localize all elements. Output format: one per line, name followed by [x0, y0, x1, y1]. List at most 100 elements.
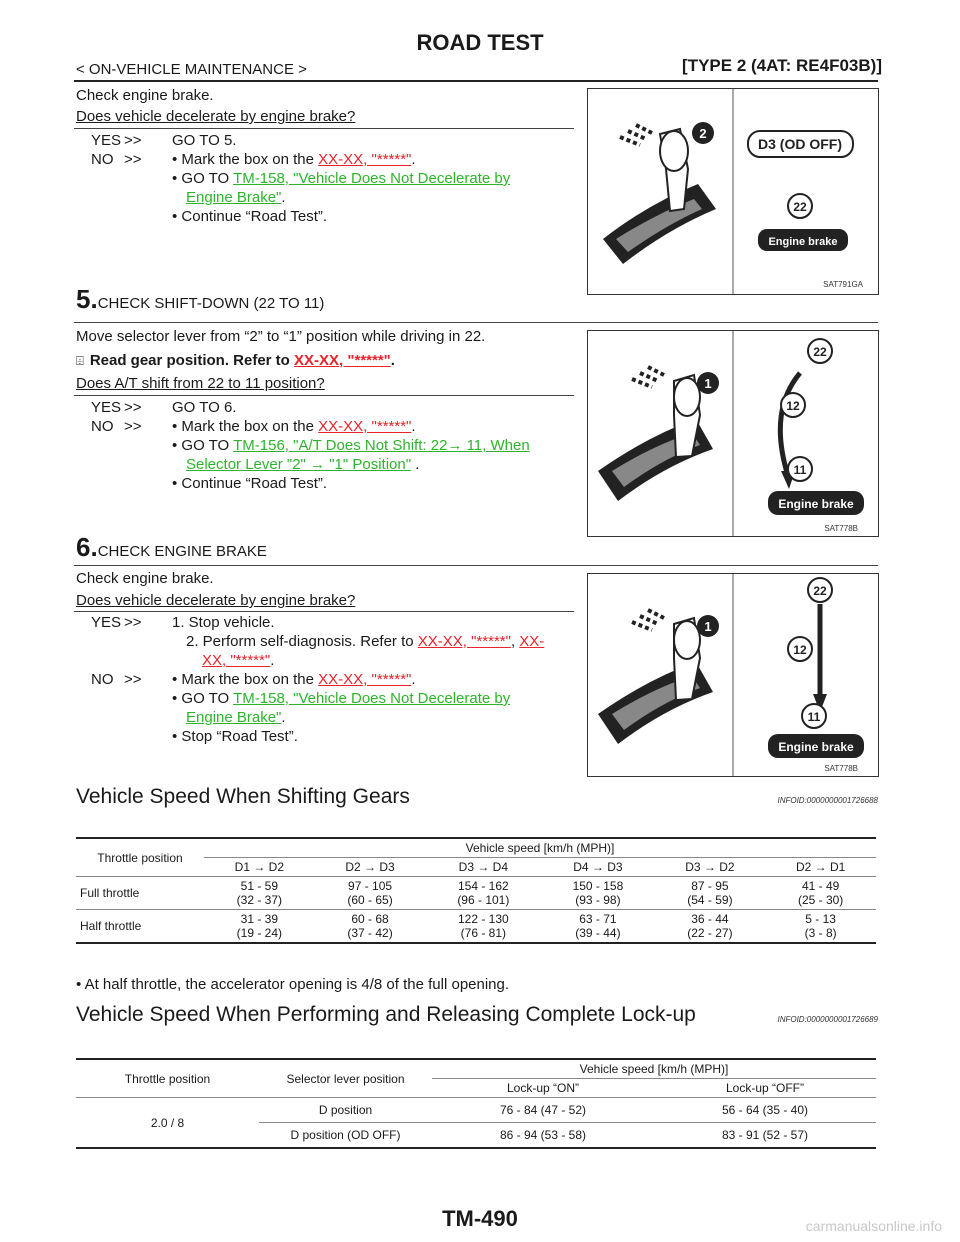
step5-read: ⌹Read gear position. Refer to XX-XX, "**…	[76, 352, 395, 369]
page-number: TM-490	[442, 1206, 518, 1231]
cell: 60 - 68(37 - 42)	[314, 909, 426, 944]
no-bullet-1: • Mark the box on the XX-XX, "*****".	[172, 418, 416, 435]
fig3-caption: SAT778B	[824, 764, 858, 773]
no-label: NO	[91, 151, 114, 168]
link[interactable]: XX-XX, "*****"	[318, 671, 412, 688]
tool-icon: ⌹	[76, 353, 84, 368]
header-type: [TYPE 2 (4AT: RE4F03B)]	[682, 56, 882, 75]
link[interactable]: Engine Brake"	[186, 189, 282, 206]
fig3-gear-bot: 11	[808, 710, 821, 724]
table-row: Half throttle 31 - 39(19 - 24) 60 - 68(3…	[76, 909, 876, 944]
th-col: D2 → D1	[765, 857, 876, 877]
arrow: >>	[124, 614, 142, 631]
th-throttle: Throttle position	[76, 838, 204, 877]
step5-question: Does A/T shift from 22 to 11 position?	[76, 375, 325, 392]
fig1-d3-label: D3 (OD OFF)	[758, 136, 842, 152]
cell: 83 - 91 (52 - 57)	[654, 1122, 876, 1149]
yes-item-2b: XX, "*****".	[202, 652, 275, 669]
th-off: Lock-up “OFF”	[654, 1078, 876, 1098]
cell: 122 - 130(76 - 81)	[425, 909, 542, 944]
th-selector: Selector lever position	[259, 1059, 432, 1098]
divider	[74, 395, 574, 396]
cell: D position	[259, 1097, 432, 1123]
row-label: Full throttle	[76, 876, 204, 910]
cell: D position (OD OFF)	[259, 1122, 432, 1149]
link[interactable]: XX-	[519, 633, 545, 650]
step4-line: Check engine brake.	[76, 87, 214, 104]
arrow: >>	[124, 399, 142, 416]
shift-speed-table: Throttle position Vehicle speed [km/h (M…	[76, 837, 876, 944]
fig3-gear-top: 22	[813, 584, 827, 598]
cell: 86 - 94 (53 - 58)	[432, 1122, 654, 1149]
link[interactable]: TM-156, "A/T Does Not Shift: 22→ 11, Whe…	[233, 437, 530, 454]
fig2-gear-top: 22	[813, 345, 827, 359]
fig2-gear-bot: 11	[794, 463, 807, 477]
link[interactable]: XX-XX, "*****"	[318, 151, 412, 168]
link[interactable]: TM-158, "Vehicle Does Not Decelerate by	[233, 170, 511, 187]
divider	[74, 322, 878, 323]
link[interactable]: Selector Lever "2" → "1" Position"	[186, 456, 412, 473]
arrow: >>	[124, 132, 142, 149]
arrow: >>	[124, 671, 142, 688]
table-subheader-row: D1 → D2 D2 → D3 D3 → D4 D4 → D3 D3 → D2 …	[76, 857, 876, 877]
cell: 56 - 64 (35 - 40)	[654, 1097, 876, 1123]
header-rule	[74, 80, 878, 82]
fig3-brake: Engine brake	[778, 740, 854, 754]
fig2-circle: 1	[704, 376, 711, 391]
no-label: NO	[91, 671, 114, 688]
table-row: Full throttle 51 - 59(32 - 37) 97 - 105(…	[76, 876, 876, 910]
th-throttle: Throttle position	[76, 1059, 259, 1098]
divider	[74, 128, 574, 129]
cell: 31 - 39(19 - 24)	[204, 909, 315, 944]
info-id: INFOID:0000000001726688	[777, 796, 878, 805]
no-label: NO	[91, 418, 114, 435]
cell: 5 - 13(3 - 8)	[765, 909, 876, 944]
figure-illustration: 2 D3 (OD OFF) 22 Engine brake SAT791GA	[603, 89, 864, 294]
no-bullet-3: • Stop “Road Test”.	[172, 728, 298, 745]
table-header-row: Throttle position Vehicle speed [km/h (M…	[76, 838, 876, 877]
th-col: D2 → D3	[314, 857, 426, 877]
figure-sat778b: 1 22 12 11 Engine brake SAT778B	[587, 330, 879, 537]
link[interactable]: XX, "*****"	[202, 652, 271, 669]
figure-sat778b-2: 1 22 12 11 Engine brake SAT778B	[587, 573, 879, 777]
cell: 97 - 105(60 - 65)	[314, 876, 426, 910]
link[interactable]: XX-XX, "*****"	[417, 633, 511, 650]
header-section: < ON-VEHICLE MAINTENANCE >	[76, 61, 307, 78]
no-bullet-2b: Engine Brake".	[186, 189, 286, 206]
step6-line: Check engine brake.	[76, 570, 214, 587]
arrow: >>	[124, 151, 142, 168]
figure-sat791ga: 2 D3 (OD OFF) 22 Engine brake SAT791GA	[587, 88, 879, 295]
cell: 41 - 49(25 - 30)	[765, 876, 876, 910]
lockup-speed-table: Throttle position Selector lever positio…	[76, 1058, 876, 1149]
table-row: 2.0 / 8 D position 76 - 84 (47 - 52) 56 …	[76, 1097, 876, 1149]
th-speed: Vehicle speed [km/h (MPH)]	[432, 1059, 876, 1079]
yes-label: YES	[91, 399, 122, 416]
yes-item-2: 2. Perform self-diagnosis. Refer to XX-X…	[186, 633, 545, 650]
yes-text: GO TO 6.	[172, 399, 237, 416]
info-id: INFOID:0000000001726689	[777, 1015, 878, 1024]
divider	[74, 565, 878, 566]
cell: 154 - 162(96 - 101)	[425, 876, 542, 910]
no-bullet-2: • GO TO TM-156, "A/T Does Not Shift: 22→…	[172, 437, 530, 454]
cell: 36 - 44(22 - 27)	[654, 909, 766, 944]
figure-illustration: 1 22 12 11 Engine brake SAT778B	[598, 574, 864, 776]
table-header-row: Throttle position Selector lever positio…	[76, 1059, 876, 1098]
fig2-caption: SAT778B	[824, 524, 858, 533]
throttle-cell: 2.0 / 8	[76, 1097, 259, 1149]
cell: 87 - 95(54 - 59)	[654, 876, 766, 910]
yes-label: YES	[91, 132, 122, 149]
fig1-circle: 2	[699, 126, 706, 141]
yes-label: YES	[91, 614, 122, 631]
link[interactable]: Engine Brake"	[186, 709, 282, 726]
link[interactable]: TM-158, "Vehicle Does Not Decelerate by	[233, 690, 511, 707]
cell: 76 - 84 (47 - 52)	[432, 1097, 654, 1123]
divider	[74, 611, 574, 612]
th-speed: Vehicle speed [km/h (MPH)]	[204, 838, 876, 858]
step6-question: Does vehicle decelerate by engine brake?	[76, 592, 356, 609]
no-bullet-2b: Engine Brake".	[186, 709, 286, 726]
no-bullet-1: • Mark the box on the XX-XX, "*****".	[172, 151, 416, 168]
link[interactable]: XX-XX, "*****"	[294, 352, 391, 369]
half-throttle-note: • At half throttle, the accelerator open…	[76, 976, 510, 993]
fig2-gear-mid: 12	[786, 399, 800, 413]
link[interactable]: XX-XX, "*****"	[318, 418, 412, 435]
